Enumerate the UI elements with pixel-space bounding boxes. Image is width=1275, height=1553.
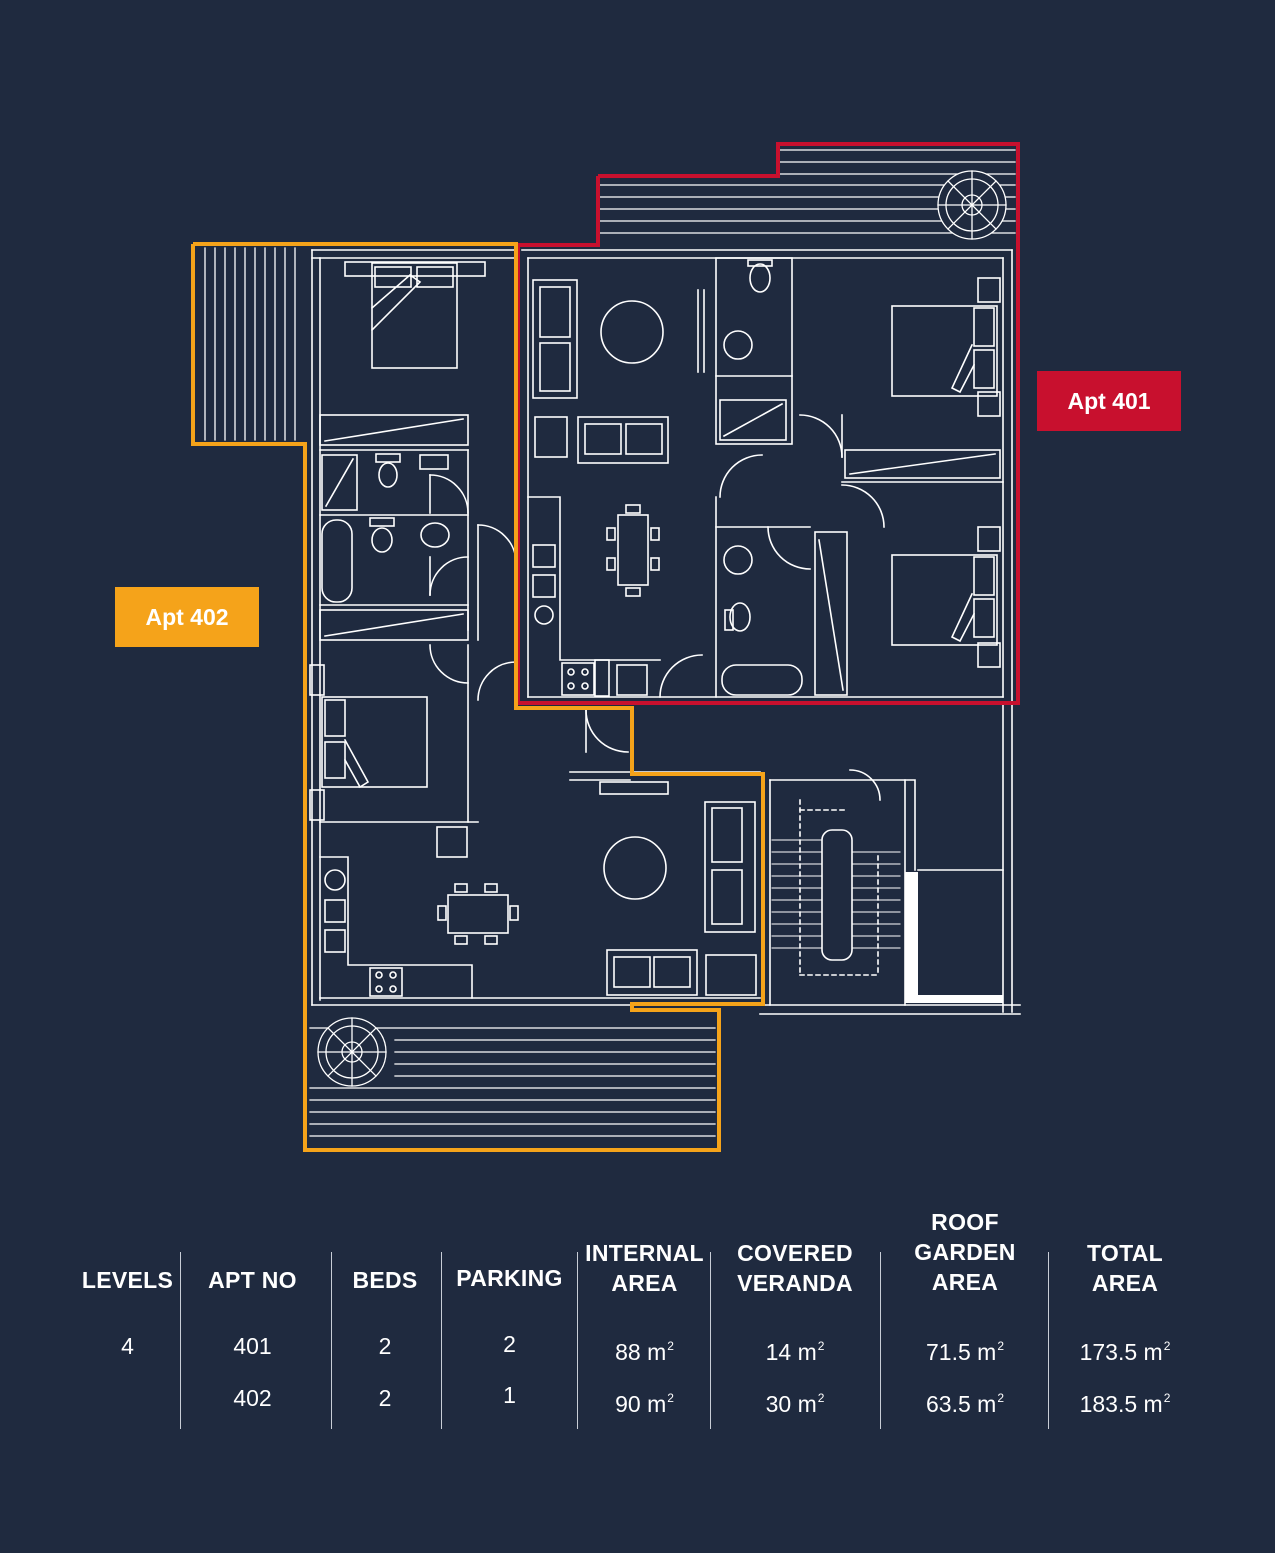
column-divider [577, 1252, 578, 1429]
apt-401-interior [527, 257, 1004, 698]
level-value: 4 [121, 1333, 134, 1359]
covered-veranda-cell: 30 m2 [765, 1391, 825, 1417]
header-parking: PARKING [456, 1265, 563, 1291]
beds-cell: 2 [378, 1385, 392, 1411]
deck-401 [599, 149, 1016, 240]
column-divider [1048, 1252, 1049, 1429]
apt-401-boundary [516, 142, 1020, 705]
column-divider [441, 1252, 442, 1429]
floor-plan [191, 142, 1021, 1152]
apt-no-cell: 401 [233, 1333, 272, 1359]
column-divider [331, 1252, 332, 1429]
column-divider [710, 1252, 711, 1429]
internal-area-cell: 90 m2 [615, 1391, 674, 1417]
deck-402-bottom [309, 1017, 716, 1137]
area-schedule: LEVELS APT NO BEDS PARKING INTERNAL AREA… [50, 1200, 1230, 1440]
header-beds: BEDS [352, 1267, 418, 1293]
header-total-area: TOTAL AREA [1086, 1240, 1164, 1296]
total-area-cell: 183.5 m2 [1079, 1391, 1171, 1417]
parking-cell: 2 [503, 1331, 516, 1357]
internal-area-cell: 88 m2 [615, 1339, 674, 1365]
apt-no-cell: 402 [233, 1385, 272, 1411]
apt-401-label[interactable]: Apt 401 [1037, 371, 1181, 431]
covered-veranda-cell: 14 m2 [765, 1339, 825, 1365]
column-divider [880, 1252, 881, 1429]
header-covered-veranda: COVERED VERANDA [737, 1240, 853, 1296]
column-divider [180, 1252, 181, 1429]
parking-cell: 1 [503, 1382, 516, 1408]
apt-402-interior [309, 261, 761, 999]
header-apt-no: APT NO [208, 1267, 297, 1293]
roof-garden-area-cell: 71.5 m2 [925, 1339, 1004, 1365]
apt-402-label[interactable]: Apt 402 [115, 587, 259, 647]
deck-402-left [204, 247, 296, 441]
apt-402-boundary [191, 242, 765, 1152]
header-internal-area: INTERNAL AREA [585, 1240, 704, 1296]
roof-garden-area-cell: 63.5 m2 [925, 1391, 1004, 1417]
stair-core [769, 769, 1004, 1006]
header-levels: LEVELS [81, 1267, 174, 1293]
total-area-cell: 173.5 m2 [1079, 1339, 1171, 1365]
header-roof-garden-area: ROOF GARDEN AREA [914, 1209, 1016, 1295]
beds-cell: 2 [378, 1333, 392, 1359]
